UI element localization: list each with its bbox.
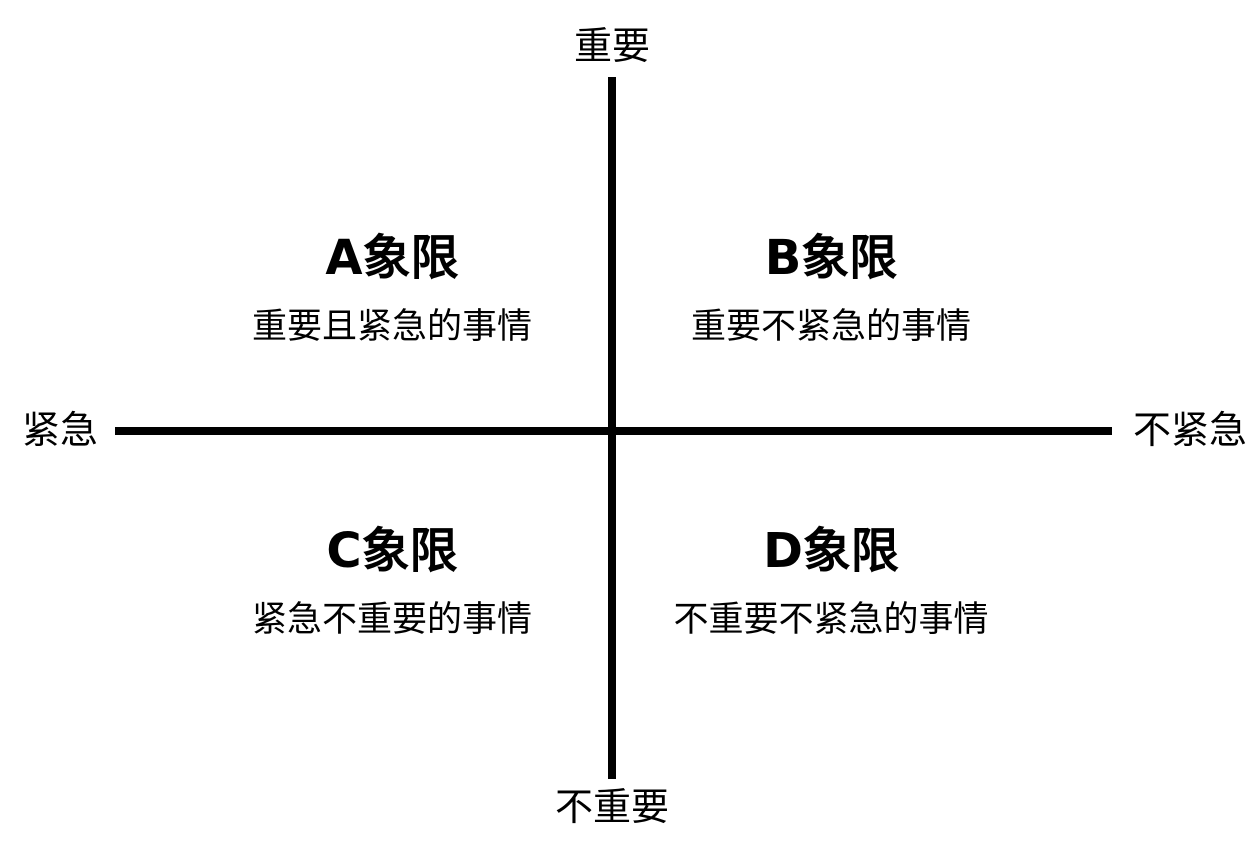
axis-label-urgent: 紧急: [22, 408, 99, 452]
axis-label-important: 重要: [573, 24, 651, 68]
quadrant-a-title: A象限: [325, 230, 459, 286]
quadrant-c-title: C象限: [326, 523, 458, 579]
quadrant-d-description: 不重要不紧急的事情: [673, 600, 989, 640]
quadrant-b-description: 重要不紧急的事情: [690, 307, 971, 347]
quadrant-b: B象限 重要不紧急的事情: [631, 234, 1031, 345]
quadrant-a-description: 重要且紧急的事情: [251, 307, 532, 347]
horizontal-axis-line: [115, 427, 1112, 435]
quadrant-b-title: B象限: [764, 230, 898, 286]
quadrant-a: A象限 重要且紧急的事情: [192, 234, 592, 345]
axis-label-not-urgent: 不紧急: [1132, 408, 1247, 452]
axis-label-not-important: 不重要: [554, 785, 670, 829]
quadrant-c-description: 紧急不重要的事情: [251, 600, 532, 640]
quadrant-c: C象限 紧急不重要的事情: [192, 527, 592, 638]
quadrant-d: D象限 不重要不紧急的事情: [631, 527, 1031, 638]
quadrant-d-title: D象限: [763, 523, 899, 579]
